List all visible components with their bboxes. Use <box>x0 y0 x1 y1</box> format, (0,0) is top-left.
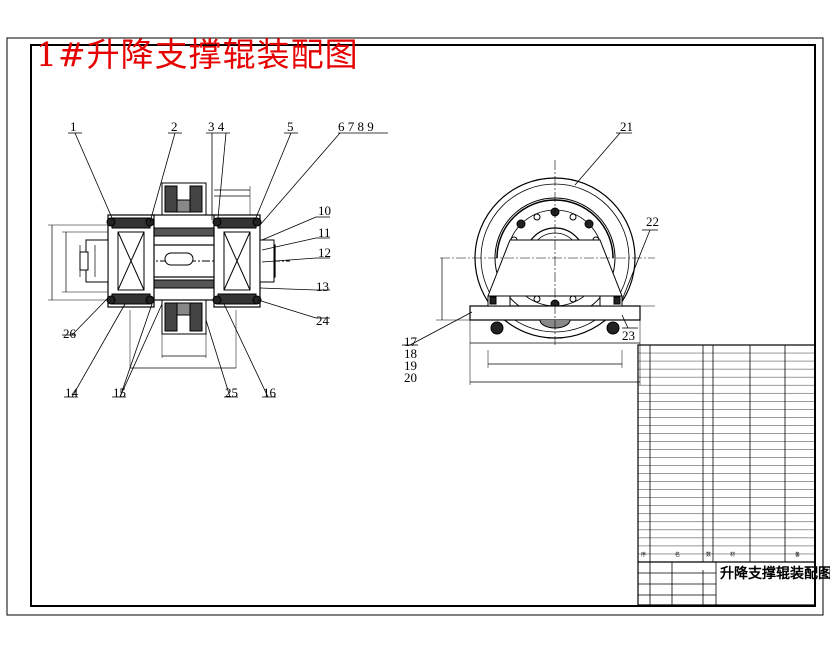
bom-header-material: 材 <box>730 552 736 558</box>
bom-table <box>637 344 816 606</box>
title-block-name: 升降支撑辊装配图 <box>720 566 830 582</box>
callout-19: 19 <box>404 358 417 373</box>
callout-26: 26 <box>63 326 76 341</box>
left-section-view <box>48 182 290 369</box>
callout-6-9: 6 7 8 9 <box>338 119 374 134</box>
callout-14: 14 <box>65 385 78 400</box>
callout-20: 20 <box>404 370 417 385</box>
callout-22: 22 <box>646 214 659 229</box>
left-leaders <box>62 132 388 398</box>
callout-24: 24 <box>316 313 329 328</box>
callout-3-4: 3 4 <box>208 119 225 134</box>
bom-rows <box>638 352 815 555</box>
right-leaders <box>402 132 658 346</box>
callout-11: 11 <box>318 225 331 240</box>
callout-10: 10 <box>318 203 331 218</box>
callout-16: 16 <box>263 385 276 400</box>
bom-header-qty: 数 <box>706 552 712 558</box>
outer-border <box>6 37 824 616</box>
callout-12: 12 <box>318 245 331 260</box>
callout-1: 1 <box>70 119 77 134</box>
bom-header-remark: 备 <box>795 552 801 558</box>
callout-5: 5 <box>287 119 294 134</box>
callout-13: 13 <box>316 279 329 294</box>
right-side-view <box>436 160 655 385</box>
bom-header-no: 序 <box>641 552 647 558</box>
callout-18: 18 <box>404 346 417 361</box>
callout-21: 21 <box>620 119 633 134</box>
callout-2: 2 <box>171 119 178 134</box>
callout-15: 15 <box>113 385 126 400</box>
inner-frame <box>30 44 816 607</box>
callout-23: 23 <box>622 328 635 343</box>
drawing-title: 1#升降支撑辊装配图 <box>36 35 359 74</box>
bom-header-name: 名 <box>675 552 681 558</box>
callout-25: 25 <box>225 385 238 400</box>
callout-17: 17 <box>404 334 417 349</box>
